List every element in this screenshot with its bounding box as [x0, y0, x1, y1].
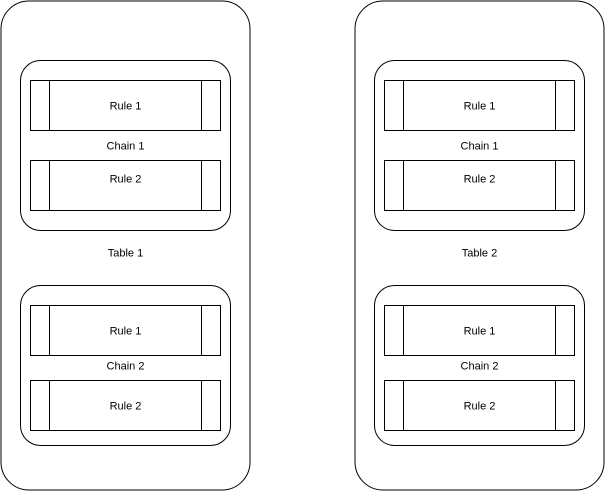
rule-label: Rule 1 [110, 101, 142, 113]
rule-process: Rule 2 [384, 380, 575, 431]
rule-label: Rule 2 [464, 174, 496, 186]
rule-label: Rule 1 [110, 326, 142, 338]
rule-label: Rule 2 [464, 401, 496, 413]
table-1: Table 1 Chain 1 Rule 1 Rule 2 Chain 2 [0, 0, 251, 491]
rule-process: Rule 2 [30, 160, 221, 211]
rule-process: Rule 2 [384, 160, 575, 211]
chain-label: Chain 2 [107, 361, 145, 373]
table-2: Table 2 Chain 1 Rule 1 Rule 2 Chain 2 [354, 0, 605, 491]
chain-label: Chain 1 [461, 141, 499, 153]
rule-label: Rule 1 [464, 326, 496, 338]
table-2-chain-1: Chain 1 Rule 1 Rule 2 [374, 60, 585, 231]
rule-label: Rule 2 [110, 174, 142, 186]
rule-process: Rule 1 [30, 80, 221, 131]
table-1-chain-1: Chain 1 Rule 1 Rule 2 [20, 60, 231, 231]
rule-process: Rule 1 [384, 305, 575, 356]
table-1-chain-2: Chain 2 Rule 1 Rule 2 [20, 285, 231, 446]
rule-process: Rule 1 [30, 305, 221, 356]
table-1-label: Table 1 [108, 248, 143, 260]
rule-label: Rule 2 [110, 401, 142, 413]
chain-label: Chain 2 [461, 361, 499, 373]
table-2-chain-2: Chain 2 Rule 1 Rule 2 [374, 285, 585, 446]
rule-process: Rule 2 [30, 380, 221, 431]
rule-label: Rule 1 [464, 101, 496, 113]
chain-label: Chain 1 [107, 141, 145, 153]
rule-process: Rule 1 [384, 80, 575, 131]
table-2-label: Table 2 [462, 248, 497, 260]
